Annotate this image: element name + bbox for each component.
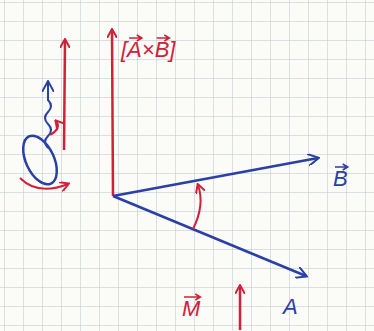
vector-label: A bbox=[283, 294, 298, 320]
vector-label: M bbox=[182, 296, 200, 322]
axis-arrow bbox=[64, 40, 65, 150]
rotation-arrow bbox=[50, 121, 58, 135]
rotation-arrow bbox=[20, 178, 68, 189]
vector-a bbox=[113, 196, 306, 276]
cross-product-label: [A×B] bbox=[121, 37, 175, 63]
label-area bbox=[119, 31, 177, 67]
vector-label: B bbox=[333, 166, 348, 192]
moment-arrow bbox=[239, 286, 242, 330]
rotation-arc bbox=[193, 185, 201, 229]
screw-axis bbox=[45, 82, 51, 148]
vector-b bbox=[113, 158, 318, 196]
cross-product-vector bbox=[112, 30, 113, 196]
